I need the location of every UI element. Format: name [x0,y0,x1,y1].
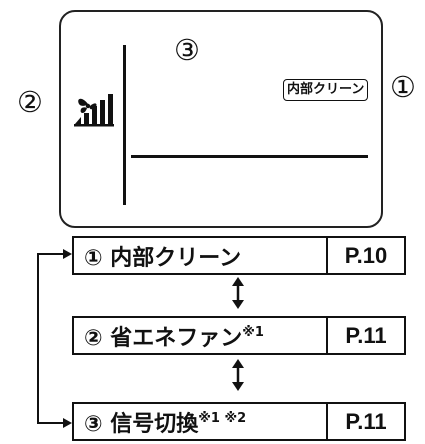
updown-arrow-2 [232,359,244,391]
row-signal-switch-page: P.11 [326,402,406,441]
row-footnote: ※1 ※2 [198,411,247,426]
callout-3-label: ③ [174,33,200,67]
callout-1-label: ① [390,70,416,104]
screen-vertical-divider [123,45,126,205]
row-footnote: ※1 [242,325,264,340]
row-label-text: ① 内部クリーン [84,245,242,271]
row-label-text: ③ 信号切換 [84,411,199,437]
cycle-arrows [37,253,66,424]
internal-clean-indicator: 内部クリーン [283,79,369,101]
row-internal-clean-page: P.10 [326,236,406,275]
row-eco-fan: ② 省エネファン※1 [72,316,328,355]
screen-horizontal-line [131,155,368,158]
row-eco-fan-page: P.11 [326,316,406,355]
callout-2-label: ② [17,85,43,119]
row-internal-clean: ① 内部クリーン [72,236,328,275]
arrow-heads [63,249,72,428]
updown-arrow-1 [232,277,244,309]
row-label-text: ② 省エネファン [84,325,243,351]
display-screen [59,10,383,228]
row-signal-switch: ③ 信号切換※1 ※2 [72,402,328,441]
